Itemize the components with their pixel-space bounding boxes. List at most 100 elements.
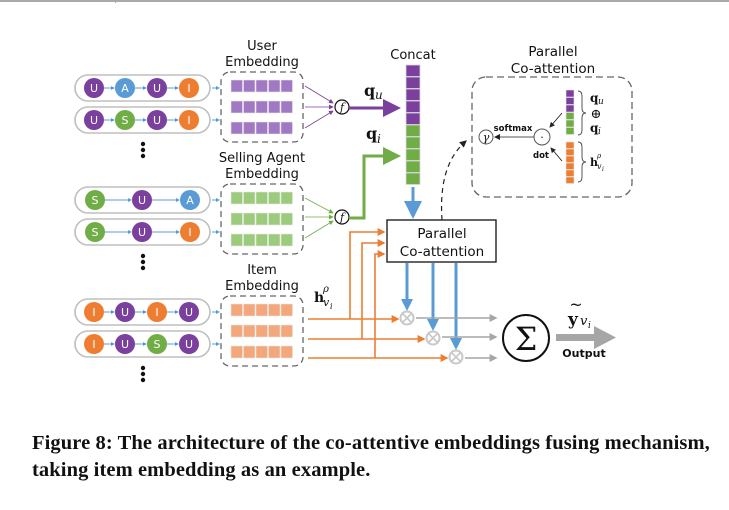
multiply-node-1 (399, 310, 415, 326)
parallel-coattention-box (386, 219, 497, 263)
sum-node: Σ (502, 314, 550, 362)
svg-text:U: U (153, 114, 161, 127)
sequence-node-U: U (179, 334, 199, 354)
concat-cell (405, 124, 421, 137)
sequence-node-U: U (115, 302, 135, 322)
user-fan-in (304, 85, 334, 129)
q-brace (577, 90, 587, 136)
user-embedding-vector (230, 79, 293, 93)
svg-text:·: · (540, 131, 544, 144)
softmax-label: softmax (494, 124, 533, 134)
concat-cell (405, 112, 421, 125)
sequence-node-U: U (179, 302, 199, 322)
concat-cell (405, 100, 421, 113)
oplus-icon: ⊕ (591, 107, 602, 122)
concat-cell (405, 172, 421, 185)
h-detail-cell (565, 176, 575, 184)
q-i-detail-label: q i (590, 121, 601, 137)
concat-cell (405, 136, 421, 149)
sequence-node-S: S (147, 334, 167, 354)
svg-text:U: U (121, 306, 129, 319)
sequence-node-I: I (179, 110, 199, 130)
user-embedding-title-2: Embedding (225, 55, 299, 70)
svg-text:I: I (187, 114, 190, 127)
q-detail-cell (565, 89, 575, 98)
item-more-dots (140, 365, 146, 383)
svg-text:S: S (92, 194, 99, 207)
concat-cell (405, 160, 421, 173)
h-detail-cell (565, 148, 575, 156)
selling-fan-in (304, 197, 334, 239)
svg-text:u: u (598, 97, 604, 107)
selling-embedding-vector (230, 233, 293, 247)
svg-text:Σ: Σ (515, 320, 538, 358)
svg-text:u: u (375, 88, 383, 102)
svg-text:q: q (590, 121, 599, 135)
item-embedding-vector (230, 324, 293, 338)
user-embedding-vector (230, 121, 293, 135)
svg-text:S: S (92, 226, 99, 239)
svg-text:q: q (590, 91, 599, 105)
h-detail-cell (565, 155, 575, 163)
detail-link-arrow (440, 140, 467, 221)
sequence-node-S: S (85, 190, 105, 210)
embedding-cells-layer (230, 79, 293, 359)
sequence-node-I: I (179, 78, 199, 98)
sequence-node-U: U (132, 222, 152, 242)
svg-text:~: ~ (569, 295, 582, 314)
svg-text:h: h (590, 156, 598, 169)
svg-text:U: U (138, 194, 146, 207)
sequence-node-I: I (84, 334, 104, 354)
q-detail-cell (565, 119, 575, 128)
q-to-dot-arrow (549, 112, 563, 128)
q-u-label: q u (364, 81, 383, 102)
selling-embedding-vector (230, 212, 293, 226)
q-detail-cell (565, 112, 575, 120)
output-arrow (556, 326, 616, 349)
sequence-node-U: U (147, 78, 167, 98)
svg-text:v: v (323, 296, 330, 309)
svg-text:U: U (185, 338, 193, 351)
pca-title-1: Parallel (528, 44, 577, 60)
svg-text:v: v (597, 162, 602, 171)
sequence-node-U: U (147, 110, 167, 130)
page-top-border (0, 0, 729, 2)
selling-fuse-function-icon: f (334, 209, 350, 225)
sequence-node-A: A (180, 190, 200, 210)
dot-product-node: · (533, 128, 551, 146)
selling-embedding-box (220, 183, 304, 255)
item-embedding-vector (230, 303, 293, 317)
q-i-label: q i (366, 124, 381, 146)
sequence-node-I: I (180, 222, 200, 242)
svg-text:I: I (92, 338, 95, 351)
svg-text:U: U (121, 338, 129, 351)
user-more-dots (140, 141, 146, 159)
sequence-node-U: U (132, 190, 152, 210)
svg-text:S: S (122, 114, 129, 127)
svg-text:I: I (187, 82, 190, 95)
multiply-node-2 (425, 330, 441, 346)
q-u-detail-label: q u (590, 91, 604, 107)
figure-caption: Figure 8: The architecture of the co-att… (32, 432, 710, 481)
selling-embedding-vector (230, 191, 293, 205)
sequence-node-U: U (84, 110, 104, 130)
user-embedding-vector (230, 100, 293, 114)
h-detail-cell (565, 169, 575, 177)
h-item-label: h ρ v i (314, 284, 333, 311)
svg-text:S: S (154, 338, 161, 351)
concat-cell (405, 64, 421, 77)
svg-text:i: i (330, 302, 333, 311)
sequence-node-A: A (115, 78, 135, 98)
q-i-arrow (349, 147, 401, 220)
svg-text:h: h (314, 290, 324, 306)
svg-text:q: q (366, 124, 377, 143)
concat-vector (405, 64, 421, 185)
user-embedding-box (220, 71, 304, 143)
q-detail-cell (565, 127, 575, 135)
pca-detail-vectors (565, 89, 575, 184)
svg-text:U: U (138, 226, 146, 239)
item-embedding-title-1: Item (247, 263, 277, 278)
